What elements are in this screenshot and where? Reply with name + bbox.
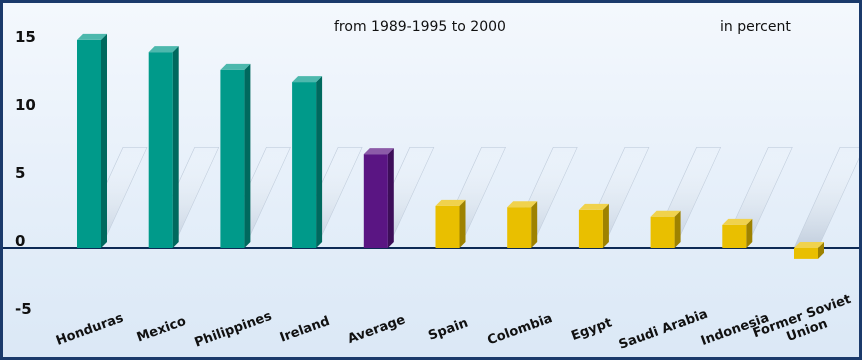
bar-indonesia [722,218,753,248]
bar-top [435,199,466,206]
bar-side [387,148,394,248]
x-tick-label: Ireland [278,314,332,346]
y-tick-label: 5 [15,164,25,182]
chart-subtitle: from 1989-1995 to 2000 [334,19,506,35]
bar-top [220,63,251,70]
bar-egypt [578,203,609,248]
bar-front [578,209,603,248]
bar-honduras [77,33,107,248]
y-tick-label: 10 [15,96,36,114]
bar-front [435,205,460,248]
bar-front [148,52,173,248]
bar-philippines [220,63,251,249]
bar-top [507,201,538,208]
bar-top [363,148,394,155]
bar-side [602,203,609,248]
bar-saudi-arabia [650,210,681,248]
unit-label: in percent [720,19,791,35]
bar-front [77,39,101,248]
bar-top [794,242,824,248]
bar-front [292,82,317,248]
bar-side [101,33,107,248]
x-tick-label: Egypt [569,315,614,344]
x-tick-label: Colombia [486,311,555,348]
y-tick-label: 0 [15,232,25,250]
x-tick-label: Philippines [193,309,275,351]
y-tick-label: -5 [15,300,32,318]
bar-top [77,33,107,40]
x-tick-label: Average [346,312,408,347]
bar-top [292,76,323,83]
x-tick-label: Honduras [54,311,126,349]
x-tick-label: Mexico [135,314,188,346]
x-tick-label: Former SovietUnion [751,292,858,356]
bar-side [459,199,466,248]
bar-side [244,63,251,249]
bar-top [650,210,681,217]
bar-front [794,248,818,259]
y-tick-label: 15 [15,28,36,46]
bar-side [316,76,323,248]
bar-front [650,216,675,248]
bar-front [363,154,388,248]
bar-top [578,203,609,210]
bar-former-soviet-union [794,242,824,259]
bar-side [746,218,753,248]
bar-top [148,46,179,53]
x-tick-label: Saudi Arabia [617,307,710,353]
bar-top [722,218,753,225]
bar-front [507,207,532,248]
bar-ireland [292,76,323,248]
bar-side [674,210,681,248]
bar-side [172,46,179,248]
bar-spain [435,199,466,248]
x-tick-label: Spain [426,316,470,344]
bar-side [531,201,538,248]
bar-side [818,242,824,259]
bar-front [220,69,245,248]
bar-colombia [507,201,538,248]
bar-average [363,148,394,248]
bar-front [722,224,747,248]
bar-shadow-panel [793,147,859,249]
bar-mexico [148,46,179,248]
